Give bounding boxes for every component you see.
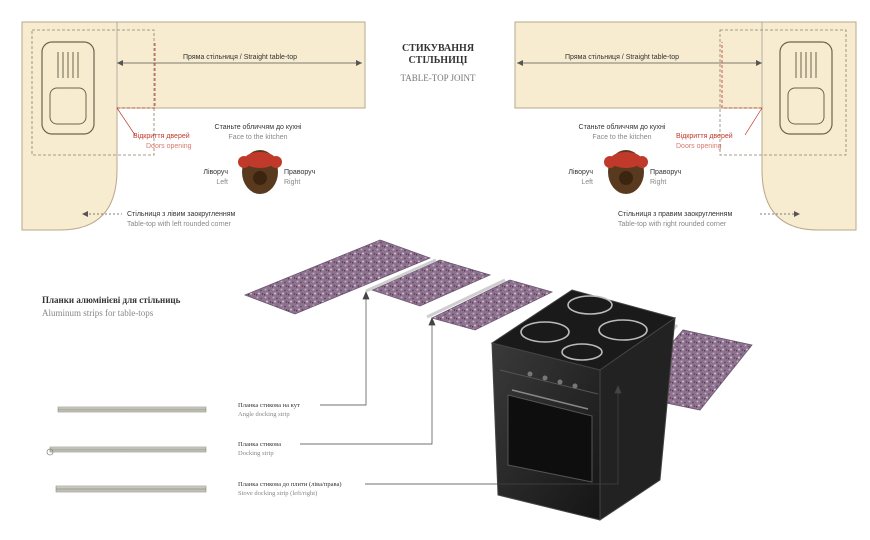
stove-docking-strip	[55, 485, 207, 493]
strip-label-en: Stove docking strip (left/right)	[238, 490, 317, 497]
strips-heading-en: Aluminum strips for table-tops	[42, 308, 154, 318]
leader-lines	[300, 291, 622, 485]
left-doors-en: Doors opening	[146, 143, 192, 150]
left-left-en: Left	[216, 179, 228, 186]
slab-1	[243, 239, 432, 315]
strip-label-ua: Планка стикова до плити (ліва/права)	[238, 481, 342, 488]
right-face-en: Face to the kitchen	[592, 134, 651, 141]
left-right-ua: Праворуч	[284, 169, 316, 176]
left-rounded-table-top	[21, 21, 366, 231]
right-straight-label: Пряма стільниця / Straight table-top	[565, 53, 679, 61]
aluminum-strips	[46, 406, 207, 493]
title-ua-line2: СТІЛЬНИЦІ	[408, 55, 467, 66]
burner	[567, 295, 613, 315]
left-straight-label: Пряма стільниця / Straight table-top	[183, 53, 297, 61]
right-doors-en: Doors opening	[676, 143, 722, 150]
right-rounded-table-top	[514, 21, 857, 231]
left-face-en: Face to the kitchen	[228, 134, 287, 141]
slab-3	[430, 279, 554, 331]
strips-heading-ua: Планки алюмінієві для стільниць	[42, 295, 181, 305]
strip-label-ua: Планка стикова	[238, 441, 281, 448]
burner	[598, 319, 648, 341]
left-table-top-panel	[21, 21, 366, 231]
strip-label-ua: Планка стикова на кут	[238, 402, 300, 409]
right-right-en: Right	[650, 179, 666, 186]
stove	[490, 289, 677, 521]
sink-icon	[41, 41, 95, 135]
left-right-en: Right	[284, 179, 300, 186]
person-icon	[238, 150, 282, 194]
left-doors-ua: Відкриття дверей	[133, 132, 190, 140]
sink-dashed-outline	[31, 29, 155, 156]
angle-docking-strip	[57, 406, 207, 413]
left-rounded-ua: Стільниця з лівим заокругленням	[127, 210, 236, 218]
right-right-ua: Праворуч	[650, 169, 682, 176]
right-face-ua: Станьте обличчям до кухні	[579, 123, 666, 131]
strip-label-en: Angle docking strip	[238, 411, 290, 418]
sink-icon	[779, 41, 833, 135]
right-table-top-panel	[514, 21, 857, 231]
slab-2	[370, 259, 492, 307]
title-ua-line1: СТИКУВАННЯ	[402, 43, 475, 54]
left-rounded-en: Table-top with left rounded corner	[127, 221, 232, 228]
strips-heading: Планки алюмінієві для стільниць Aluminum…	[42, 295, 181, 318]
right-left-en: Left	[581, 179, 593, 186]
right-rounded-en: Table-top with right rounded corner	[618, 221, 727, 228]
person-icon	[604, 150, 648, 194]
left-face-ua: Станьте обличчям до кухні	[215, 123, 302, 131]
strip-labels: Планка стикова на кут Angle docking stri…	[238, 402, 342, 497]
strip-label-en: Docking strip	[238, 450, 274, 457]
title-block: СТИКУВАННЯ СТІЛЬНИЦІ TABLE-TOP JOINT	[400, 43, 476, 83]
burner	[561, 343, 603, 361]
right-doors-ua: Відкриття дверей	[676, 132, 733, 140]
left-left-ua: Ліворуч	[203, 168, 228, 176]
burner	[520, 321, 570, 343]
right-rounded-ua: Стільниця з правим заокругленням	[618, 210, 732, 218]
docking-strip	[49, 446, 207, 453]
right-left-ua: Ліворуч	[568, 168, 593, 176]
title-en: TABLE-TOP JOINT	[400, 73, 476, 83]
